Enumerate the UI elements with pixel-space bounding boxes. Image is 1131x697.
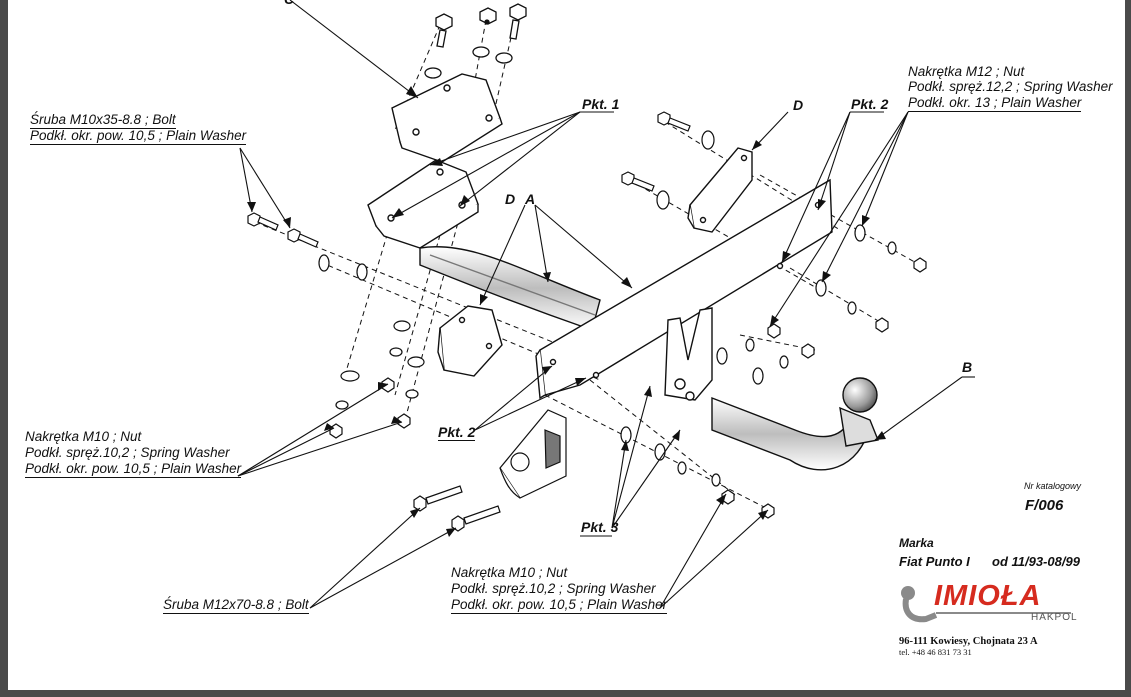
crossbar-tube: [419, 246, 601, 331]
letter-d-mid-label: D: [505, 191, 516, 207]
top-bolts: [424, 3, 527, 79]
tow-hook-logo-icon: [901, 586, 1071, 623]
company-address: 96-111 Kowiesy, Chojnata 23 A: [899, 636, 1038, 647]
nut-m10-bottom-label-line2: Podkł. spręż.10,2 ; Spring Washer: [451, 581, 656, 596]
leader-lines: [237, 0, 963, 609]
nut-m10-bottom-label-line3: Podkł. okr. pow. 10,5 ; Plain Washer: [451, 597, 668, 614]
tow-hook-b: [664, 307, 879, 471]
nut-m12-label-line1: Nakrętka M12 ; Nut: [908, 64, 1025, 79]
viewer-border-left: [0, 0, 8, 697]
vehicle-caption: Marka: [899, 536, 934, 550]
right-bolts-washers: [621, 111, 927, 385]
socket-plate: [499, 409, 567, 499]
pkt2-left-label: Pkt. 2: [438, 424, 476, 442]
bolt-top-2: [479, 7, 497, 25]
bolt-m10-label-line1: Śruba M10x35-8.8 ; Bolt: [30, 112, 176, 129]
upper-plate-c: [391, 73, 503, 163]
viewer-border-bottom: [0, 690, 1131, 697]
letter-c-label: C: [284, 0, 294, 7]
leader-arrowheads: [247, 86, 886, 537]
side-plate-d-right: [687, 147, 753, 233]
nut-m10-left-label-line3: Podkł. okr. pow. 10,5 ; Plain Washer: [25, 461, 242, 478]
pkt1-label: Pkt. 1: [582, 96, 620, 112]
letter-a-label: A: [525, 191, 536, 207]
viewer-border-right: [1125, 0, 1131, 697]
nut-m10-left-label-line2: Podkł. spręż.10,2 ; Spring Washer: [25, 445, 230, 460]
bolt-m12-label: Śruba M12x70-8.8 ; Bolt: [163, 597, 309, 614]
side-plate-d-left: [437, 305, 503, 377]
nut-m10-bottom-label-line1: Nakrętka M10 ; Nut: [451, 565, 568, 580]
left-bolts-washers: [247, 212, 425, 439]
letter-b-label: B: [962, 359, 973, 375]
company-phone: tel. +48 46 831 73 31: [899, 647, 972, 657]
nut-m10-left-label-line1: Nakrętka M10 ; Nut: [25, 429, 142, 444]
nut-m12-label-line2: Podkł. spręż.12,2 ; Spring Washer: [908, 79, 1113, 94]
vehicle-years: od 11/93-08/99: [992, 554, 1080, 569]
catalog-caption: Nr katalogowy: [1024, 481, 1082, 491]
company-brand-logo: IMIOŁA: [934, 580, 1042, 612]
pkt2-top-label: Pkt. 2: [851, 96, 889, 112]
bolt-top-1: [435, 13, 453, 48]
bolt-m10-label-line2: Podkł. okr. pow. 10,5 ; Plain Washer: [30, 128, 247, 145]
catalog-number: F/006: [1025, 497, 1064, 514]
bottom-bolts-washers: [413, 426, 775, 532]
vehicle-model: Fiat Punto I: [899, 554, 970, 569]
bolt-top-3: [509, 3, 527, 40]
pkt3-label: Pkt. 3: [581, 519, 619, 535]
label-underlines: [580, 111, 975, 537]
nut-m12-label-line3: Podkł. okr. 13 ; Plain Washer: [908, 95, 1082, 112]
letter-d-top-label: D: [793, 97, 804, 113]
company-sub-brand: HAKPOL: [1031, 612, 1078, 623]
